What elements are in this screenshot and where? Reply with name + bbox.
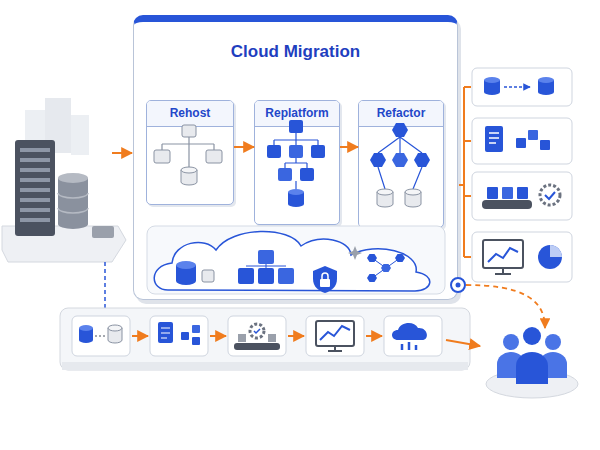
on-premise-server <box>15 140 55 236</box>
users-group <box>523 327 541 345</box>
migration-pipeline <box>402 342 416 350</box>
strategy-box: Replatform <box>254 100 340 225</box>
on-premise-server <box>25 110 45 155</box>
migration-pipeline <box>72 316 130 356</box>
outcome-tiles <box>516 138 526 148</box>
box-heading: Refactor <box>359 101 443 127</box>
strategy-box: Rehost <box>146 100 234 205</box>
outcome-tiles <box>472 68 572 106</box>
migration-pipeline <box>192 325 200 333</box>
migration-pipeline <box>161 328 170 338</box>
migration-pipeline <box>250 324 264 338</box>
migration-panel: Cloud MigrationRehost Replatform Refactor <box>133 15 458 300</box>
on-premise-server <box>20 168 50 172</box>
outcome-tiles <box>487 187 498 199</box>
outcome-tiles <box>484 77 500 83</box>
users-group <box>516 352 548 384</box>
outcome-tiles <box>504 86 530 88</box>
migration-pipeline <box>79 328 93 343</box>
migration-pipeline <box>320 326 350 340</box>
migration-pipeline <box>306 316 364 356</box>
on-premise-server <box>112 152 132 154</box>
migration-pipeline <box>132 335 148 337</box>
migration-pipeline <box>60 308 480 370</box>
migration-pipeline <box>446 340 480 346</box>
box-heading: Rehost <box>147 101 233 127</box>
outcome-tiles <box>528 130 538 140</box>
outcome-tiles <box>538 245 562 269</box>
on-premise-server <box>58 173 88 183</box>
migration-pipeline <box>228 316 286 356</box>
migration-pipeline <box>328 346 342 351</box>
migration-pipeline <box>108 325 122 331</box>
outcome-tiles <box>489 133 499 143</box>
on-premise-server <box>20 148 50 152</box>
outcome-tiles <box>540 140 550 150</box>
migration-pipeline <box>192 337 200 345</box>
migration-pipeline <box>60 308 470 370</box>
users-group <box>503 334 519 350</box>
on-premise-server <box>20 158 50 162</box>
migration-pipeline <box>392 323 427 340</box>
users-group <box>545 334 561 350</box>
migration-pipeline <box>384 316 442 356</box>
on-premise-server <box>58 178 88 229</box>
outcome-tiles <box>517 187 528 199</box>
migration-pipeline <box>62 362 468 370</box>
users-group <box>486 370 578 398</box>
gear-and-feedback <box>466 285 545 328</box>
users-group <box>497 352 525 378</box>
outcome-tiles <box>459 68 572 282</box>
outcome-tiles <box>495 268 511 274</box>
migration-pipeline <box>150 316 208 356</box>
outcome-tiles <box>472 118 572 164</box>
migration-pipeline <box>316 321 354 346</box>
outcome-tiles <box>545 192 555 199</box>
outcome-tiles <box>484 80 500 95</box>
migration-pipeline <box>181 332 189 340</box>
migration-pipeline <box>158 322 173 343</box>
users-group <box>539 352 567 378</box>
on-premise-server <box>20 208 50 212</box>
outcome-tiles <box>485 126 503 152</box>
on-premise-server <box>71 115 89 155</box>
migration-pipeline <box>254 329 260 333</box>
migration-pipeline <box>238 334 246 342</box>
on-premise-server <box>20 218 50 222</box>
migration-pipeline <box>108 328 122 343</box>
on-premise-server <box>20 188 50 192</box>
on-premise-server <box>45 98 71 153</box>
outcome-tiles <box>488 248 518 262</box>
migration-pipeline <box>268 334 276 342</box>
on-premise-server <box>58 193 88 213</box>
outcome-tiles <box>550 245 562 257</box>
users-group <box>486 327 578 398</box>
strategy-box: Refactor <box>358 100 444 228</box>
outcome-tiles <box>459 87 471 257</box>
on-premise-server <box>92 226 114 238</box>
outcome-tiles <box>538 77 554 83</box>
migration-pipeline <box>79 325 93 331</box>
on-premise-server <box>20 198 50 202</box>
migration-pipeline <box>210 335 226 337</box>
gear-and-feedback <box>451 278 545 328</box>
on-premise-server <box>20 178 50 182</box>
on-premise-server <box>104 262 106 322</box>
on-premise-server <box>2 226 126 262</box>
migration-pipeline <box>366 335 382 337</box>
outcome-tiles <box>540 185 560 205</box>
migration-pipeline <box>95 336 106 337</box>
box-heading: Replatform <box>255 101 339 127</box>
outcome-tiles <box>472 172 572 220</box>
outcome-tiles <box>472 232 572 282</box>
box-heading: Cloud Migration <box>134 42 457 62</box>
outcome-tiles <box>502 187 513 199</box>
migration-pipeline <box>288 335 304 337</box>
migration-pipeline <box>234 343 280 350</box>
outcome-tiles <box>482 200 532 209</box>
on-premise-server <box>2 98 132 322</box>
outcome-tiles <box>483 240 523 268</box>
outcome-tiles <box>538 80 554 95</box>
